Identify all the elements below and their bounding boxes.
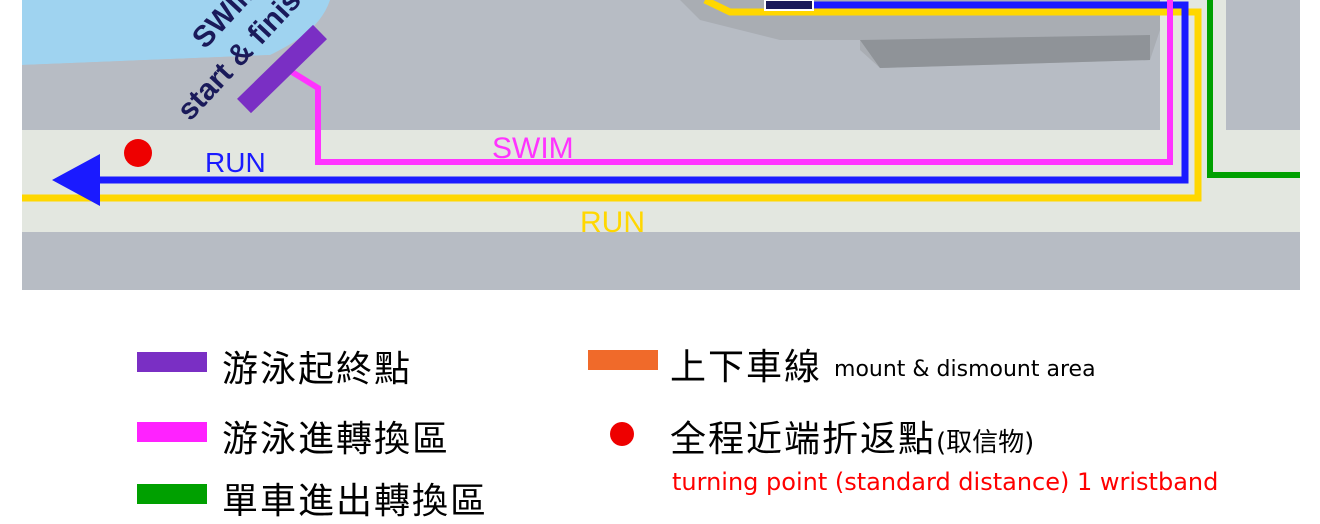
legend-swatch-mount <box>588 350 658 370</box>
legend-label-swim-transition: 游泳進轉換區 <box>222 419 451 460</box>
run-route-blue <box>90 1 1189 184</box>
road-vertical <box>1160 0 1200 200</box>
run-route-yellow <box>22 0 1202 202</box>
water-area <box>22 0 330 65</box>
legend-turning-zh: 全程近端折返點 <box>670 419 937 460</box>
legend-mount-en: mount & dismount area <box>834 356 1096 382</box>
legend-swatch-swim-start <box>137 352 207 372</box>
run-blue-label: RUN <box>205 147 266 178</box>
bike-route <box>1207 0 1300 178</box>
legend-swatch-swim-transition <box>137 422 207 442</box>
legend-label-mount: 上下車線 mount & dismount area <box>670 338 1096 390</box>
legend-label-bike: 單車進出轉換區 <box>222 481 489 522</box>
swim-transition-route <box>290 0 1173 165</box>
run-direction-arrow <box>52 154 100 206</box>
land-right-strip <box>1226 0 1300 130</box>
legend-turning-en: turning point (standard distance) 1 wris… <box>672 468 1219 496</box>
legend-label-turning: 全程近端折返點(取信物) <box>670 410 1034 462</box>
swim-start-bar <box>237 24 327 114</box>
legend-mount-zh: 上下車線 <box>670 347 823 388</box>
course-map: SWIM start & finish RUN SWIM RUN <box>22 0 1300 290</box>
legend-swatch-bike <box>137 484 207 504</box>
turning-point-marker <box>124 139 152 167</box>
land-bottom <box>22 232 1300 290</box>
promenade <box>22 55 300 130</box>
legend-label-swim-start: 游泳起終點 <box>222 349 413 390</box>
pier-shadow <box>860 35 1150 68</box>
run-yellow-label: RUN <box>580 206 645 239</box>
swim-transition-label: SWIM <box>492 132 574 165</box>
legend-turning-paren: (取信物) <box>936 428 1035 458</box>
legend-turning-dot <box>610 422 634 446</box>
pier-icon <box>764 0 814 11</box>
